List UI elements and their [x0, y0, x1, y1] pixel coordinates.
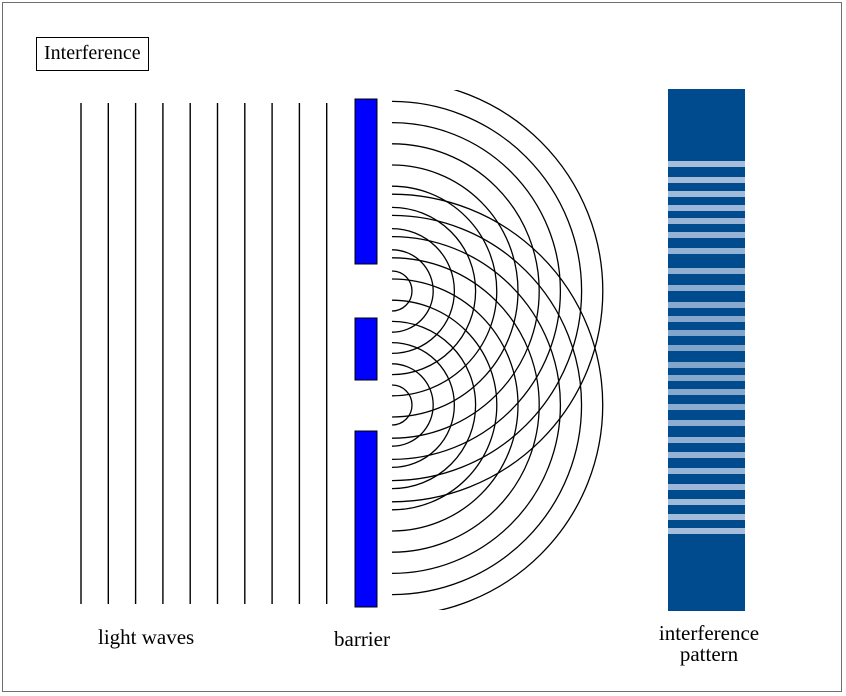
incoming-light-waves — [80, 103, 328, 604]
barrier-segment — [354, 98, 378, 265]
slit-2-wave-ring — [391, 384, 413, 426]
pattern-light-band — [668, 177, 745, 183]
slit-2-wave-ring — [391, 214, 583, 596]
pattern-light-band — [668, 232, 745, 238]
slit-1-wave-ring — [391, 143, 540, 439]
slit-2-wave-ring — [391, 193, 604, 610]
interference-pattern-screen — [668, 89, 745, 611]
slit-2-wave-ring — [391, 341, 456, 469]
barrier-label: barrier — [334, 627, 390, 651]
slit-1-wave-ring — [391, 227, 456, 355]
barrier — [354, 98, 378, 608]
pattern-light-band — [668, 362, 745, 368]
pattern-light-band — [668, 302, 745, 308]
slit-1-wave-ring — [391, 100, 583, 482]
pattern-light-band — [668, 484, 745, 490]
diffracted-waves — [391, 90, 604, 610]
barrier-segment — [354, 317, 378, 381]
pattern-light-band — [668, 389, 745, 395]
pattern-label-line2: pattern — [679, 642, 739, 666]
pattern-light-band — [668, 420, 745, 426]
slit-1-wave-ring — [391, 270, 413, 312]
interference-pattern-label: interference pattern — [614, 623, 804, 665]
slit-2-wave-ring — [391, 320, 477, 490]
slit-2-wave-ring — [391, 235, 561, 575]
slit-2-wave-ring — [391, 299, 498, 511]
slit-1-wave-ring — [391, 121, 561, 461]
diagram-title: Interference — [36, 37, 149, 71]
pattern-light-band — [668, 205, 745, 211]
pattern-light-band — [668, 375, 745, 381]
slit-1-wave-ring — [391, 90, 604, 503]
pattern-light-band — [668, 437, 745, 443]
pattern-label-line1: interference — [658, 621, 760, 645]
pattern-light-band — [668, 316, 745, 322]
pattern-light-band — [668, 514, 745, 520]
slit-2-wave-ring — [391, 363, 434, 447]
slit-2-wave-ring — [391, 278, 519, 532]
pattern-light-band — [668, 345, 745, 351]
pattern-light-band — [668, 499, 745, 505]
pattern-light-band — [668, 248, 745, 254]
slit-1-wave-ring — [391, 164, 519, 418]
pattern-light-band — [668, 218, 745, 224]
pattern-light-band — [668, 161, 745, 167]
pattern-light-band — [668, 404, 745, 410]
pattern-light-band — [668, 452, 745, 458]
barrier-segment — [354, 430, 378, 608]
slit-1-wave-ring — [391, 185, 498, 397]
slit-1-wave-ring — [391, 249, 434, 333]
pattern-light-band — [668, 191, 745, 197]
pattern-light-band — [668, 330, 745, 336]
pattern-light-band — [668, 528, 745, 534]
slit-1-wave-ring — [391, 206, 477, 376]
pattern-light-band — [668, 468, 745, 474]
slit-2-wave-ring — [391, 257, 540, 553]
pattern-light-band — [668, 285, 745, 291]
light-waves-label: light waves — [98, 625, 195, 649]
pattern-light-band — [668, 268, 745, 274]
